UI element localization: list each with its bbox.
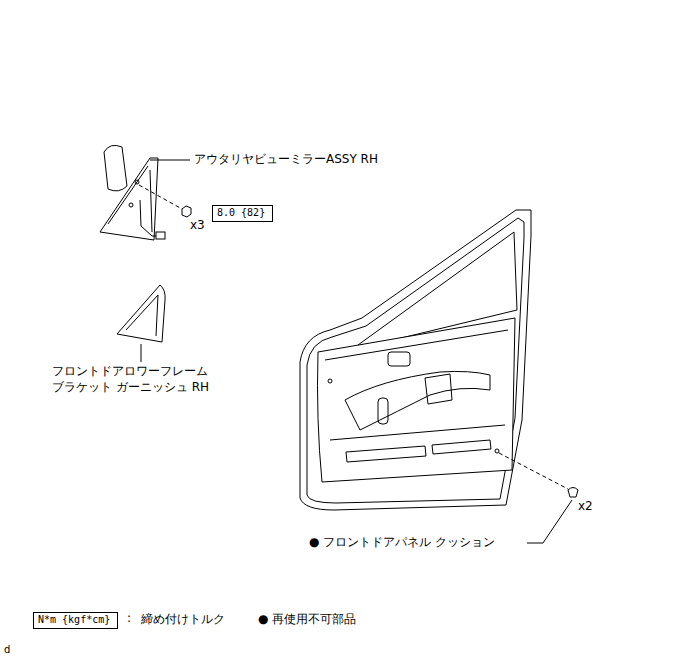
legend-text: 締め付けトルク <box>141 612 225 628</box>
door-outline <box>300 210 531 510</box>
quantity: x2 <box>578 499 593 515</box>
leader-line <box>150 160 190 161</box>
hole <box>328 379 332 383</box>
legend-box: N*m {kgf*cm} <box>33 612 118 629</box>
switch <box>378 398 388 424</box>
legend-symbol: ● <box>258 612 268 628</box>
mirror-detail <box>108 166 152 232</box>
trim-line <box>325 330 508 440</box>
inner-handle <box>388 352 410 366</box>
dashed-line <box>139 185 182 209</box>
legend-separator: : <box>127 611 131 627</box>
quantity: x3 <box>190 218 205 234</box>
legend-text: 再使用不可部品 <box>272 612 356 628</box>
door-outline-inner <box>307 218 524 503</box>
leader-line <box>527 500 572 543</box>
armrest <box>345 371 490 430</box>
torque-value: N*m {kgf*cm} <box>34 613 117 627</box>
part-name: フロントドアロワーフレーム ブラケット ガーニッシュ RH <box>52 364 212 395</box>
figure-code: d <box>4 643 10 656</box>
pull-handle <box>425 374 452 404</box>
door-pocket <box>346 440 491 462</box>
garnish-detail <box>126 295 158 336</box>
mirror-base <box>100 158 158 240</box>
trim-panel <box>318 318 516 482</box>
mirror-stud <box>129 203 133 207</box>
torque-value: 8.0 {82} <box>213 206 272 220</box>
mirror-connector <box>156 232 165 239</box>
garnish-part <box>117 285 165 342</box>
leader-line <box>141 344 142 362</box>
hole <box>495 449 499 453</box>
dashed-line <box>499 453 568 489</box>
nut-symbol <box>182 206 191 217</box>
part-name: ● フロントドアパネル クッション <box>309 535 495 551</box>
mirror-head <box>104 145 127 191</box>
clip-symbol <box>568 488 578 498</box>
mirror-wire <box>140 200 158 236</box>
mirror-stud <box>135 180 139 184</box>
part-name: アウタリヤビューミラーASSY RH <box>194 152 378 168</box>
torque-box: 8.0 {82} <box>212 205 273 222</box>
